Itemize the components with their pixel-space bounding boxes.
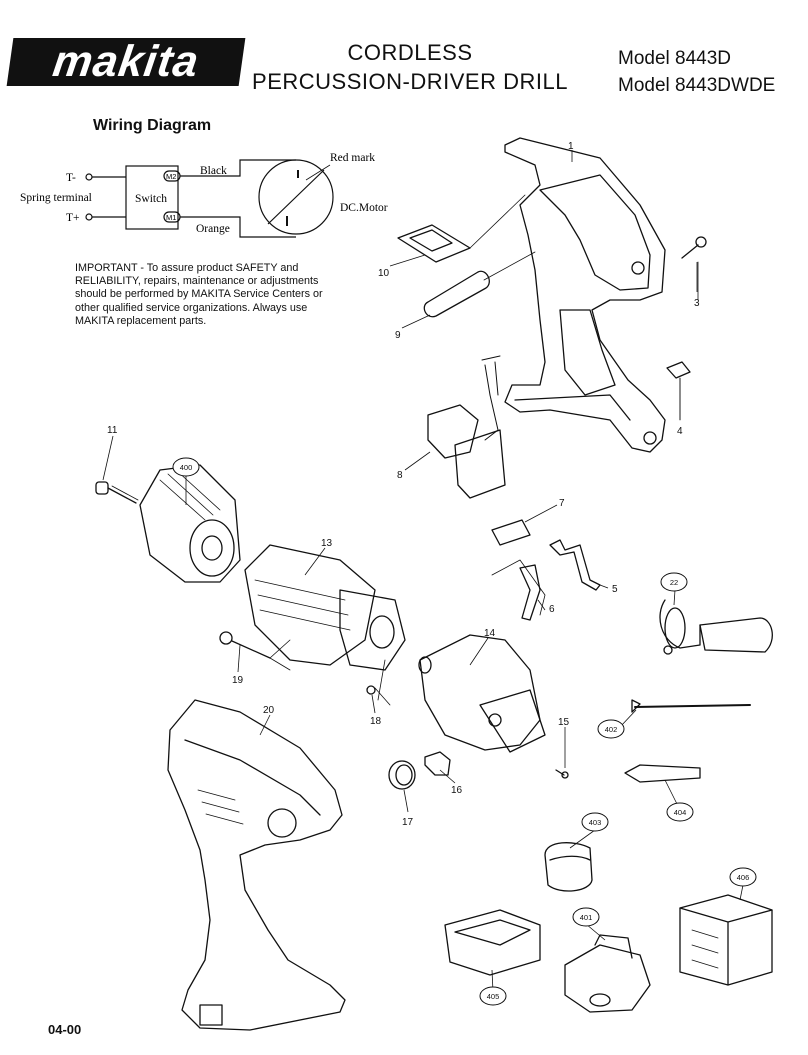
part-16-drawing — [424, 751, 451, 776]
callout-404-circle — [666, 802, 694, 822]
label-part-8: 8 — [397, 470, 403, 481]
safety-notice: IMPORTANT - To assure product SAFETY and… — [75, 262, 323, 327]
label-part-403: 403 — [589, 818, 602, 827]
label-part-10: 10 — [378, 268, 390, 279]
m1-label: M1 — [166, 213, 176, 222]
wiring-schematic — [85, 159, 334, 238]
label-part-6: 6 — [549, 604, 555, 615]
side-grip-drawing — [659, 599, 773, 655]
leader-lines — [102, 150, 744, 993]
label-part-4: 4 — [677, 426, 683, 437]
label-part-11: 11 — [107, 425, 118, 436]
red-mark-label: Red mark — [330, 152, 375, 164]
part-10-drawing — [397, 194, 526, 263]
label-part-19: 19 — [232, 675, 244, 686]
label-part-17: 17 — [402, 817, 414, 828]
label-part-16: 16 — [451, 785, 463, 796]
label-part-402: 402 — [605, 725, 618, 734]
spring-terminal-label: Spring terminal — [20, 192, 92, 204]
t-minus-terminal — [85, 173, 93, 181]
label-part-20: 20 — [263, 705, 275, 716]
bit-holder-drawing — [544, 842, 593, 892]
callout-401-circle — [572, 907, 600, 927]
charger-drawing — [444, 909, 541, 976]
part-17-drawing — [388, 760, 416, 790]
terminal-drawings — [491, 519, 601, 621]
label-part-406: 406 — [737, 873, 750, 882]
t-plus-label: T+ — [66, 212, 80, 224]
driver-bit-drawing — [624, 764, 701, 783]
label-part-1: 1 — [568, 141, 574, 152]
label-part-13: 13 — [321, 538, 333, 549]
part-3-drawing — [681, 236, 707, 301]
callout-403-circle — [581, 812, 609, 832]
switch-label: Switch — [135, 193, 167, 205]
part-4-drawing — [666, 361, 691, 421]
t-minus-label: T- — [66, 172, 76, 184]
callout-22-circle — [660, 572, 688, 592]
battery-drawing — [564, 934, 651, 1013]
label-part-15: 15 — [558, 717, 570, 728]
label-part-5: 5 — [612, 584, 618, 595]
label-part-405: 405 — [487, 992, 500, 1001]
part-11-drawing — [95, 481, 139, 504]
part-15-drawing — [555, 769, 569, 779]
switch-drawing — [427, 355, 506, 499]
callout-406-circle — [729, 867, 757, 887]
label-part-9: 9 — [395, 330, 401, 341]
callout-402-circle — [597, 719, 625, 739]
switch-box — [125, 165, 179, 230]
part-18-drawing — [366, 659, 391, 706]
m2-label: M2 — [166, 172, 176, 181]
gear-assembly-drawing — [244, 544, 406, 671]
black-wire-label: Black — [200, 165, 227, 177]
dc-motor-drawing — [418, 634, 546, 753]
t-plus-terminal — [85, 213, 93, 221]
label-part-404: 404 — [674, 808, 687, 817]
label-part-7: 7 — [559, 498, 565, 509]
carrying-case-drawing — [679, 894, 773, 986]
product-title: CORDLESS PERCUSSION-DRIVER DRILL — [245, 38, 575, 96]
housing-drawing — [167, 699, 346, 1031]
label-part-18: 18 — [370, 716, 382, 727]
label-part-14: 14 — [484, 628, 496, 639]
label-part-3: 3 — [694, 298, 700, 309]
dc-motor-label: DC.Motor — [340, 202, 388, 214]
model-block: Model 8443D Model 8443DWDE — [618, 45, 775, 99]
chuck-drawing — [139, 464, 241, 583]
label-part-22: 22 — [670, 578, 678, 587]
label-part-400: 400 — [180, 463, 193, 472]
title-line-1: CORDLESS — [347, 40, 473, 65]
model-line-1: Model 8443D — [618, 48, 732, 69]
model-line-2: Model 8443DWDE — [618, 75, 776, 96]
wiring-diagram-title: Wiring Diagram — [93, 117, 212, 134]
revision-code: 04-00 — [48, 1022, 82, 1037]
label-part-401: 401 — [580, 913, 593, 922]
orange-wire-label: Orange — [196, 223, 230, 235]
callout-405-circle — [479, 986, 507, 1006]
title-line-2: PERCUSSION-DRIVER DRILL — [252, 69, 568, 94]
part-19-drawing — [219, 631, 291, 671]
depth-rod-drawing — [631, 699, 751, 713]
housing-set-drawing — [504, 137, 666, 453]
dc-motor-symbol — [258, 159, 334, 235]
part-9-drawing — [423, 251, 536, 318]
callout-400-circle — [172, 457, 200, 477]
